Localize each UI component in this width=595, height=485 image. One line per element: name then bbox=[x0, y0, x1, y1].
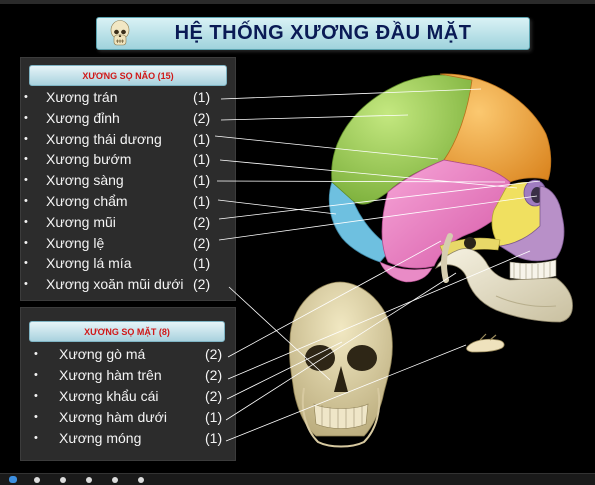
bone-count: (1) bbox=[205, 409, 223, 425]
bone-count: (2) bbox=[205, 367, 223, 383]
bone-name: Xương gò má bbox=[59, 346, 146, 362]
bullet: • bbox=[24, 257, 28, 270]
temporal-bone-region bbox=[381, 159, 511, 269]
slide-dot[interactable] bbox=[138, 477, 144, 483]
mandible-region bbox=[435, 248, 573, 323]
bone-count: (1) bbox=[193, 255, 211, 272]
slide-dot[interactable] bbox=[112, 477, 118, 483]
cranial-bones-heading: XƯƠNG SỌ NÃO (15) bbox=[29, 65, 227, 86]
slide-dot[interactable] bbox=[86, 477, 92, 483]
facial-bones-heading: XƯƠNG SỌ MẶT (8) bbox=[29, 321, 225, 342]
bone-count: (2) bbox=[205, 388, 223, 404]
bone-name: Xương đỉnh bbox=[46, 109, 120, 126]
bullet: • bbox=[24, 91, 28, 103]
slide-navigation bbox=[0, 473, 595, 485]
bullet: • bbox=[24, 132, 28, 145]
bullet: • bbox=[24, 153, 28, 166]
bone-name: Xương trán bbox=[46, 89, 118, 105]
slide-dot-active[interactable] bbox=[9, 476, 17, 483]
bone-name: Xương xoăn mũi dưới bbox=[46, 276, 184, 293]
bone-name: Xương hàm trên bbox=[59, 367, 162, 383]
bone-count: (1) bbox=[205, 430, 223, 446]
top-edge bbox=[0, 0, 595, 4]
lateral-skull bbox=[328, 73, 573, 323]
bullet: • bbox=[34, 390, 38, 402]
bone-count: (1) bbox=[193, 89, 211, 105]
bullet: • bbox=[34, 369, 38, 381]
bullet: • bbox=[34, 411, 38, 423]
slide-dot[interactable] bbox=[60, 477, 66, 483]
bone-name: Xương chẩm bbox=[46, 192, 128, 209]
page-title: HỆ THỐNG XƯƠNG ĐẦU MẶT bbox=[174, 22, 472, 44]
bullet: • bbox=[24, 215, 28, 228]
leader-lines bbox=[214, 88, 541, 442]
bullet: • bbox=[24, 236, 28, 249]
cranial-bones-panel: XƯƠNG SỌ NÃO (15) • Xương trán (1) • Xương … bbox=[20, 57, 236, 301]
hyoid-bone-icon bbox=[466, 333, 505, 353]
bone-name: Xương sàng bbox=[46, 172, 124, 189]
maxilla-region bbox=[498, 185, 565, 262]
bullet: • bbox=[24, 111, 28, 124]
bullet: • bbox=[24, 278, 28, 291]
occipital-bone-region bbox=[328, 181, 393, 263]
bone-count: (2) bbox=[193, 109, 211, 126]
frontal-skull bbox=[289, 281, 393, 448]
bone-name: Xương hàm dưới bbox=[59, 409, 167, 425]
bone-name: Xương lệ bbox=[46, 234, 105, 251]
bullet: • bbox=[34, 432, 38, 444]
bone-name: Xương bướm bbox=[46, 151, 132, 168]
bone-name: Xương thái dương bbox=[46, 130, 162, 147]
bone-name: Xương khẩu cái bbox=[59, 388, 159, 404]
bullet: • bbox=[34, 348, 38, 360]
frontal-bone-region bbox=[439, 73, 552, 183]
bone-count: (1) bbox=[193, 151, 211, 168]
bullet: • bbox=[24, 174, 28, 187]
bone-name: Xương móng bbox=[59, 430, 142, 446]
facial-bones-panel: XƯƠNG SỌ MẶT (8) • Xương gò má (2) • Xương … bbox=[20, 307, 236, 461]
skull-icon bbox=[110, 20, 130, 46]
bone-count: (2) bbox=[193, 276, 211, 293]
bone-name: Xương mũi bbox=[46, 213, 116, 230]
slide-dot[interactable] bbox=[34, 477, 40, 483]
bone-count: (2) bbox=[193, 234, 211, 251]
bone-count: (2) bbox=[205, 346, 223, 362]
bone-count: (1) bbox=[193, 172, 211, 189]
title-banner: HỆ THỐNG XƯƠNG ĐẦU MẶT bbox=[96, 17, 530, 50]
bone-count: (1) bbox=[193, 130, 211, 147]
bone-count: (1) bbox=[193, 192, 211, 209]
bone-count: (2) bbox=[193, 213, 211, 230]
bone-name: Xương lá mía bbox=[46, 255, 132, 272]
bullet: • bbox=[24, 194, 28, 207]
